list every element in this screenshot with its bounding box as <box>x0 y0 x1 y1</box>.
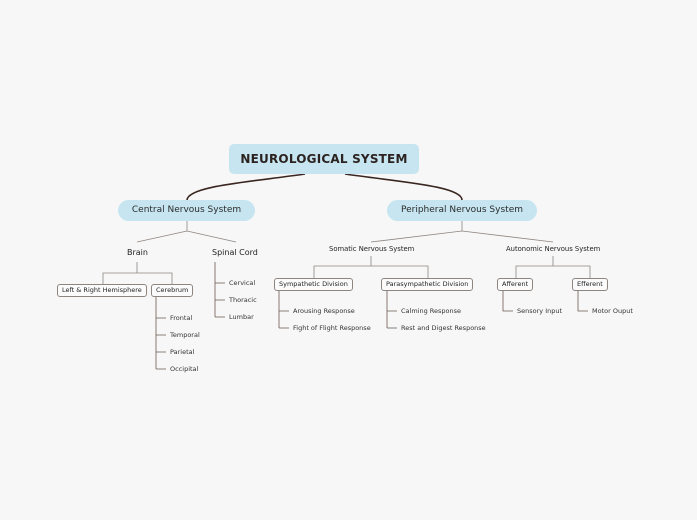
connector-pns <box>370 221 554 243</box>
topic-autonomic-nervous-system[interactable]: Autonomic Nervous System <box>506 245 601 253</box>
connector-cns <box>136 221 237 243</box>
connector-brain <box>102 262 173 284</box>
connector-autonomic <box>515 256 591 278</box>
connector-spinal <box>214 262 225 318</box>
topic-parasympathetic-division[interactable]: Parasympathetic Division <box>381 278 474 291</box>
connector-somatic <box>313 256 429 278</box>
topic-temporal[interactable]: Temporal <box>170 331 200 339</box>
connector-afferent <box>502 290 513 312</box>
topic-brain[interactable]: Brain <box>127 248 148 257</box>
topic-motor-ouput[interactable]: Motor Ouput <box>592 307 633 315</box>
connector-parasympathetic <box>386 290 397 329</box>
topic-peripheral-nervous-system[interactable]: Peripheral Nervous System <box>387 200 537 221</box>
topic-arousing-response[interactable]: Arousing Response <box>293 307 355 315</box>
topic-rest-and-digest-response[interactable]: Rest and Digest Response <box>401 324 486 332</box>
topic-left-right-hemisphere[interactable]: Left & Right Hemisphere <box>57 284 147 297</box>
connector-efferent <box>577 290 588 312</box>
topic-cerebrum[interactable]: Cerebrum <box>151 284 194 297</box>
topic-thoracic[interactable]: Thoracic <box>229 296 257 304</box>
connector-sympathetic <box>278 290 289 329</box>
connector-root-central <box>186 173 306 201</box>
topic-efferent[interactable]: Efferent <box>572 278 608 291</box>
connector-cerebrum <box>155 297 166 370</box>
topic-somatic-nervous-system[interactable]: Somatic Nervous System <box>329 245 415 253</box>
topic-sensory-input[interactable]: Sensory Input <box>517 307 563 315</box>
topic-sympathetic-division[interactable]: Sympathetic Division <box>274 278 353 291</box>
topic-cervical[interactable]: Cervical <box>229 279 256 287</box>
topic-afferent[interactable]: Afferent <box>497 278 534 291</box>
connector-root-peripheral <box>344 173 463 201</box>
topic-lumbar[interactable]: Lumbar <box>229 313 254 321</box>
topic-frontal[interactable]: Frontal <box>170 314 193 322</box>
topic-spinal-cord[interactable]: Spinal Cord <box>212 248 258 257</box>
topic-central-nervous-system[interactable]: Central Nervous System <box>118 200 255 221</box>
topic-parietal[interactable]: Parietal <box>170 348 195 356</box>
topic-calming-response[interactable]: Calming Response <box>401 307 461 315</box>
root-topic[interactable]: NEUROLOGICAL SYSTEM <box>229 144 419 174</box>
topic-fight-of-flight-response[interactable]: Fight of Flight Response <box>293 324 371 332</box>
topic-occipital[interactable]: Occipital <box>170 365 199 373</box>
